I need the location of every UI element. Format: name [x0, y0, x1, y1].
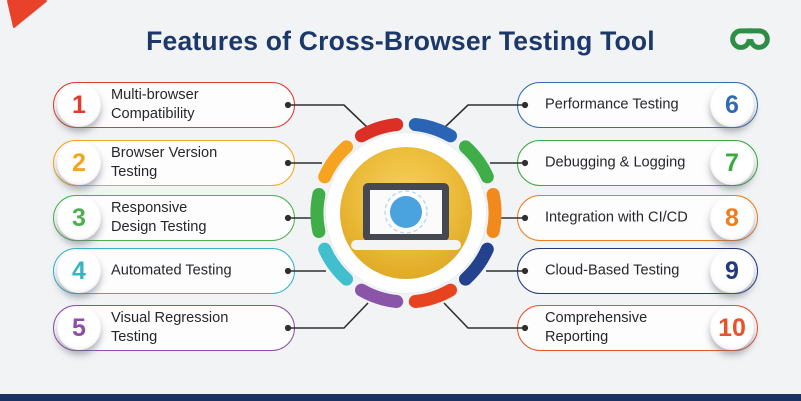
geeksforgeeks-logo [730, 28, 770, 50]
bottom-accent-bar [0, 394, 801, 401]
corner-ribbon [7, 0, 47, 28]
feature-pill-6[interactable]: 6 Performance Testing [517, 82, 758, 128]
laptop-base [351, 240, 461, 250]
feature-number-3: 3 [57, 196, 101, 240]
feature-label-6: Performance Testing [545, 96, 679, 113]
connector-dots [284, 101, 529, 332]
segmented-ring [310, 118, 502, 308]
feature-pill-8[interactable]: 8 Integration with CI/CD [517, 195, 758, 241]
feature-label-7: Debugging & Logging [545, 154, 686, 171]
ring-segment-green-left [310, 188, 326, 238]
feature-pill-7[interactable]: 7 Debugging & Logging [517, 140, 758, 186]
feature-label-1: Multi-browser Compatibility [111, 87, 199, 122]
laptop-icon [351, 183, 461, 250]
feature-pill-1[interactable]: 1 Multi-browser Compatibility [53, 82, 295, 128]
feature-number-8: 8 [710, 196, 754, 240]
laptop-screen [370, 190, 442, 234]
feature-label-9: Cloud-Based Testing [545, 262, 680, 279]
feature-label-3: Responsive Design Testing [111, 200, 207, 235]
feature-number-1: 1 [57, 83, 101, 127]
connector-6 [443, 104, 526, 129]
ring-segment-amber [318, 140, 353, 184]
feature-number-7: 7 [710, 141, 754, 185]
connector-10 [443, 302, 526, 329]
feature-pill-2[interactable]: 2 Browser Version Testing [53, 140, 295, 186]
feature-number-2: 2 [57, 141, 101, 185]
feature-pill-4[interactable]: 4 Automated Testing [53, 248, 295, 294]
ring-segment-orange [486, 188, 502, 238]
ring-segment-teal [318, 242, 353, 286]
page-title: Features of Cross-Browser Testing Tool [146, 26, 655, 56]
ring-segment-red [408, 283, 457, 308]
feature-pill-3[interactable]: 3 Responsive Design Testing [53, 195, 295, 241]
connector-lines [287, 104, 526, 329]
feature-label-10: Comprehensive Reporting [545, 310, 648, 345]
globe-dot [390, 196, 422, 228]
feature-number-4: 4 [57, 249, 101, 293]
feature-pill-5[interactable]: 5 Visual Regression Testing [53, 305, 295, 351]
white-disc [325, 132, 487, 294]
laptop-frame [363, 183, 449, 241]
ring-segment-blue [408, 118, 457, 143]
globe-orbit [384, 190, 428, 234]
connector-1 [287, 104, 369, 129]
ring-segment-navy [459, 242, 494, 286]
feature-pill-9[interactable]: 9 Cloud-Based Testing [517, 248, 758, 294]
gold-disc [340, 147, 472, 279]
logo-left-g [730, 28, 752, 50]
feature-label-2: Browser Version Testing [111, 145, 218, 180]
feature-number-9: 9 [710, 249, 754, 293]
feature-number-10: 10 [710, 306, 754, 350]
feature-label-5: Visual Regression Testing [111, 310, 229, 345]
connector-5 [287, 302, 369, 329]
ring-segment-purple [355, 283, 404, 308]
feature-number-6: 6 [710, 83, 754, 127]
ring-segment-red-top [355, 118, 404, 143]
feature-label-8: Integration with CI/CD [545, 209, 688, 226]
feature-number-5: 5 [57, 306, 101, 350]
feature-label-4: Automated Testing [111, 262, 232, 279]
ring-segment-green-right [459, 140, 494, 184]
feature-pill-10[interactable]: 10 Comprehensive Reporting [517, 305, 758, 351]
logo-right-g [748, 28, 770, 50]
corner-ribbon-shape [7, 0, 47, 28]
